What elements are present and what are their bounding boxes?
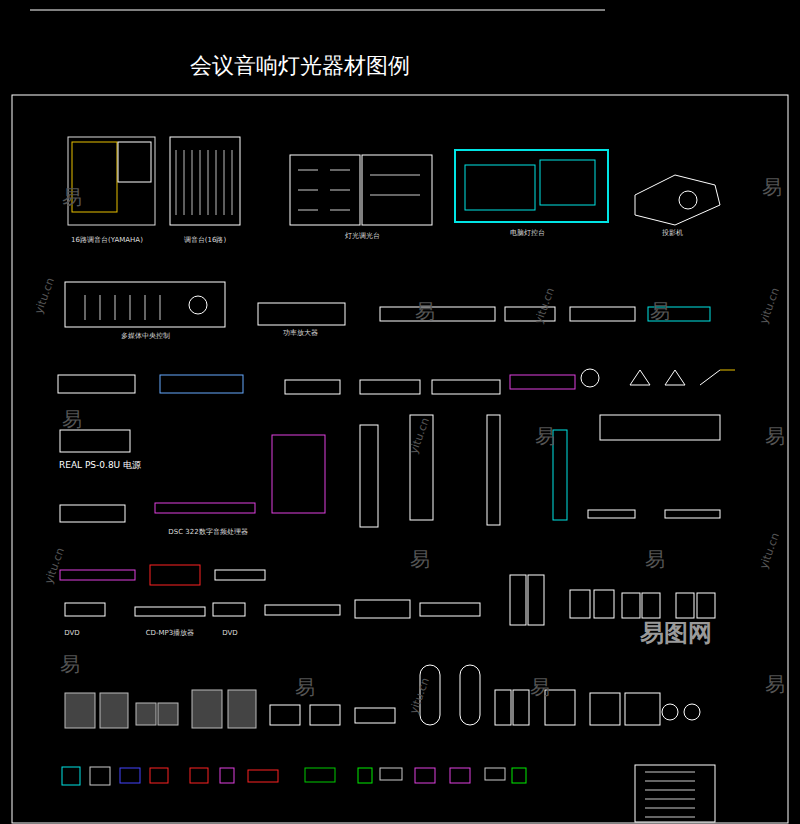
equipment-caption: 调音台(16路) xyxy=(184,237,226,245)
equipment-caption: 投影机 xyxy=(662,230,683,238)
watermark: 易 xyxy=(62,408,82,430)
watermark: 易 xyxy=(650,300,670,322)
watermark: 易 xyxy=(60,653,80,675)
watermark: 易 xyxy=(535,425,555,447)
watermark: 易 xyxy=(762,176,782,198)
equipment-caption: 电脑灯控台 xyxy=(510,230,545,238)
equipment-caption: 多媒体中央控制 xyxy=(121,333,170,341)
watermark: 易 xyxy=(62,186,82,208)
watermark: 易 xyxy=(530,676,550,698)
watermark: 易 xyxy=(645,548,665,570)
equipment-caption: DVD xyxy=(64,630,79,638)
watermark: yitu.cn xyxy=(533,286,557,325)
watermark: yitu.cn xyxy=(758,286,782,325)
watermark: yitu.cn xyxy=(408,416,432,455)
equipment-caption: DVD xyxy=(222,630,237,638)
watermark: 易 xyxy=(415,300,435,322)
watermark: 易 xyxy=(765,673,785,695)
equipment-caption: 灯光调光台 xyxy=(345,233,380,241)
watermark: 易 xyxy=(765,425,785,447)
equipment-caption: DSC 322数字音频处理器 xyxy=(168,529,247,537)
watermark: 易 xyxy=(295,676,315,698)
watermark: yitu.cn xyxy=(408,676,432,715)
watermark: yitu.cn xyxy=(33,276,57,315)
watermark: 易 xyxy=(410,548,430,570)
sheet-title: 会议音响灯光器材图例 xyxy=(190,54,410,78)
equipment-caption: REAL PS-0.8U 电源 xyxy=(59,461,141,471)
equipment-caption: 功率放大器 xyxy=(283,330,318,338)
equipment-caption: CD-MP3播放器 xyxy=(146,630,195,638)
watermark: yitu.cn xyxy=(758,531,782,570)
equipment-caption: 16路调音台(YAMAHA) xyxy=(71,237,143,245)
watermark: 易图网 xyxy=(640,620,712,646)
